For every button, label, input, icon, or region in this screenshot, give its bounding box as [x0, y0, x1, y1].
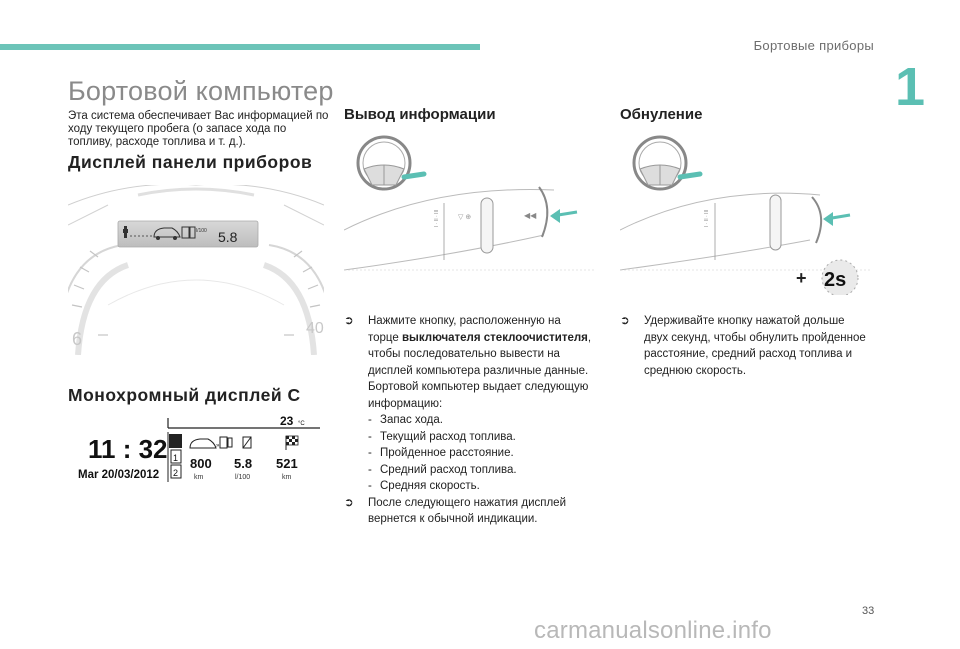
section-title: Бортовые приборы — [753, 38, 874, 53]
trip-2: 2 — [173, 468, 178, 478]
steering-wheel-icon — [356, 135, 412, 191]
list-item: -Средний расход топлива. — [368, 463, 517, 476]
output-heading: Вывод информации — [344, 106, 496, 123]
range-value: 800 — [190, 456, 212, 471]
svg-text:I · II · III: I · II · III — [704, 210, 710, 227]
temperature-value: 23 — [280, 414, 294, 428]
page-number: 33 — [862, 605, 875, 617]
output-p1-bold: выключателя стеклоочистителя — [401, 331, 588, 344]
gauge-tick-40: 40 — [306, 320, 324, 337]
two-seconds-badge: 2s — [821, 259, 859, 297]
mono-heading: Монохромный дисплей C — [68, 385, 301, 405]
list-item: -Средняя скорость. — [368, 480, 480, 492]
output-p2: После следующего нажатия дисплей вернетс… — [368, 496, 566, 526]
bullet-arrow-icon: ➲ — [344, 315, 354, 327]
svg-text:◀◀: ◀◀ — [524, 211, 537, 220]
trip-car-icon — [169, 434, 182, 448]
fuel-station-icon — [123, 226, 128, 238]
fuel-pump-icon-mono — [219, 436, 233, 449]
range-car-icon: » — [189, 438, 220, 449]
list-item: -Текущий расход топлива. — [368, 430, 516, 443]
distance-unit: km — [282, 474, 292, 481]
svg-text:I · II · III: I · II · III — [434, 210, 440, 227]
svg-text:2s: 2s — [824, 269, 846, 291]
mono-display-illustration: 23 °C 11 : 32 Mar 20/03/2012 1 2 » 800 — [68, 410, 324, 500]
watermark: carmanualsonline.info — [534, 617, 772, 644]
instrument-panel-illustration: l/100 5.8 6 40 — [57, 183, 335, 356]
bullet-arrow-icon: ➲ — [344, 496, 354, 509]
steering-wheel-icon — [632, 135, 688, 191]
fuel-pump-icon — [181, 226, 196, 239]
reset-stalk-illustration: I · II · III + 2s — [619, 135, 870, 297]
consumption-value: 5.8 — [234, 456, 252, 471]
trip-1: 1 — [173, 453, 178, 463]
output-p1-post: , чтобы последовательно вывести на диспл… — [368, 331, 592, 410]
reset-text: ➲ Удерживайте кнопку нажатой дольше двух… — [620, 313, 870, 379]
reset-heading: Обнуление — [620, 106, 703, 123]
wiper-stalk-illustration: I · II · III ▽ ⊕ ◀◀ — [343, 135, 594, 275]
gauge-tick-6: 6 — [72, 329, 82, 349]
date: Mar 20/03/2012 — [78, 469, 159, 481]
page-title: Бортовой компьютер — [68, 76, 334, 106]
consumption-unit: l/100 — [235, 474, 250, 481]
distance-value: 521 — [276, 456, 298, 471]
svg-text:▽ ⊕: ▽ ⊕ — [458, 214, 471, 221]
reset-p1: Удерживайте кнопку нажатой дольше двух с… — [644, 315, 866, 377]
intro-text: Эта система обеспечивает Вас информацией… — [68, 110, 329, 148]
display-heading: Дисплей панели приборов — [68, 152, 313, 172]
header-accent-bar — [0, 44, 480, 50]
clock: 11 : 32 — [88, 434, 168, 464]
screen-unit: l/100 — [196, 228, 207, 234]
bullet-arrow-icon: ➲ — [620, 315, 630, 327]
screen-value: 5.8 — [218, 229, 238, 245]
temperature-unit: °C — [298, 421, 305, 427]
list-item: -Пройденное расстояние. — [368, 447, 514, 459]
output-p1-pre: Нажмите кнопку, расположенную на торце — [368, 315, 561, 344]
chapter-number: 1 — [895, 57, 926, 117]
output-text: ➲ Нажмите кнопку, расположенную на торце… — [344, 313, 594, 528]
checkered-flag-icon — [285, 435, 299, 450]
car-icon — [153, 227, 181, 240]
svg-text:»: » — [216, 443, 220, 449]
range-unit: km — [194, 474, 204, 481]
fuel-consumption-icon — [242, 436, 252, 449]
badge-plus: + — [796, 268, 807, 288]
list-item: -Запас хода. — [368, 414, 443, 426]
